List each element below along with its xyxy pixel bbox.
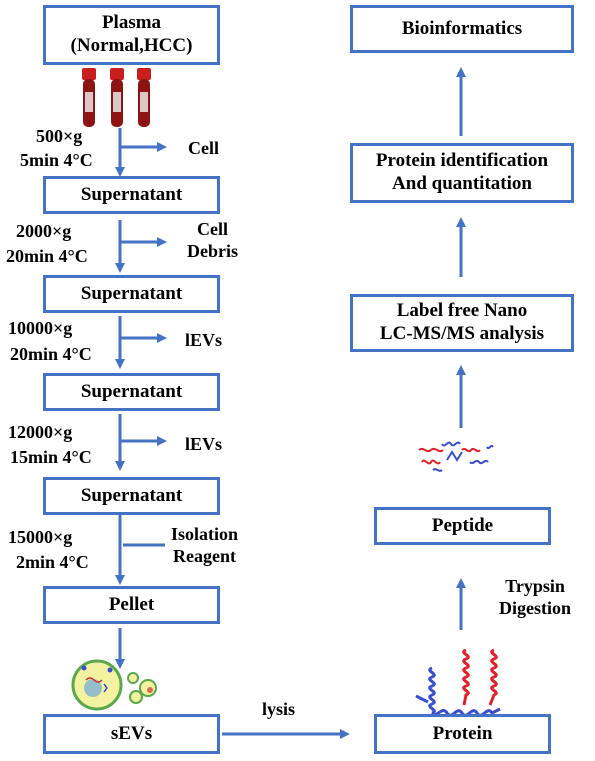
- vesicles-icon: [71, 659, 157, 711]
- peptides-icon: [418, 441, 494, 472]
- step2-removed: Cell Debris: [187, 219, 238, 261]
- step1-time: 5min 4°C: [20, 150, 93, 170]
- step4-removed: lEVs: [185, 434, 223, 454]
- supernatant-box-3: Supernatant: [43, 373, 220, 411]
- peptide-box: Peptide: [374, 507, 551, 545]
- lysis-label: lysis: [262, 699, 296, 719]
- step5-added: Isolation Reagent: [171, 524, 239, 566]
- plasma-box: Plasma (Normal,HCC): [43, 5, 220, 65]
- identification-box: Protein identification And quantitation: [350, 143, 574, 203]
- supernatant-box-1: Supernatant: [43, 176, 220, 214]
- step1-speed: 500×g: [36, 126, 83, 146]
- step3-time: 20min 4°C: [10, 344, 92, 364]
- step1-removed: Cell: [188, 138, 219, 158]
- bioinformatics-box: Bioinformatics: [350, 5, 574, 53]
- supernatant-box-4: Supernatant: [43, 477, 220, 515]
- step2-time: 20min 4°C: [6, 246, 88, 266]
- step5-speed: 15000×g: [8, 527, 73, 547]
- sevs-box: sEVs: [43, 714, 220, 754]
- step3-speed: 10000×g: [8, 318, 73, 338]
- step2-speed: 2000×g: [16, 221, 72, 241]
- step4-time: 15min 4°C: [10, 447, 92, 467]
- digestion-label: Trypsin Digestion: [499, 576, 571, 618]
- step5-time: 2min 4°C: [16, 552, 89, 572]
- lcms-box: Label free Nano LC-MS/MS analysis: [350, 294, 574, 352]
- protein-box: Protein: [374, 714, 551, 754]
- step4-speed: 12000×g: [8, 422, 73, 442]
- supernatant-box-2: Supernatant: [43, 275, 220, 313]
- pellet-box: Pellet: [43, 586, 220, 624]
- protein-helix-icon: [415, 648, 501, 717]
- step3-removed: lEVs: [185, 330, 223, 350]
- blood-tubes-icon: [82, 68, 151, 127]
